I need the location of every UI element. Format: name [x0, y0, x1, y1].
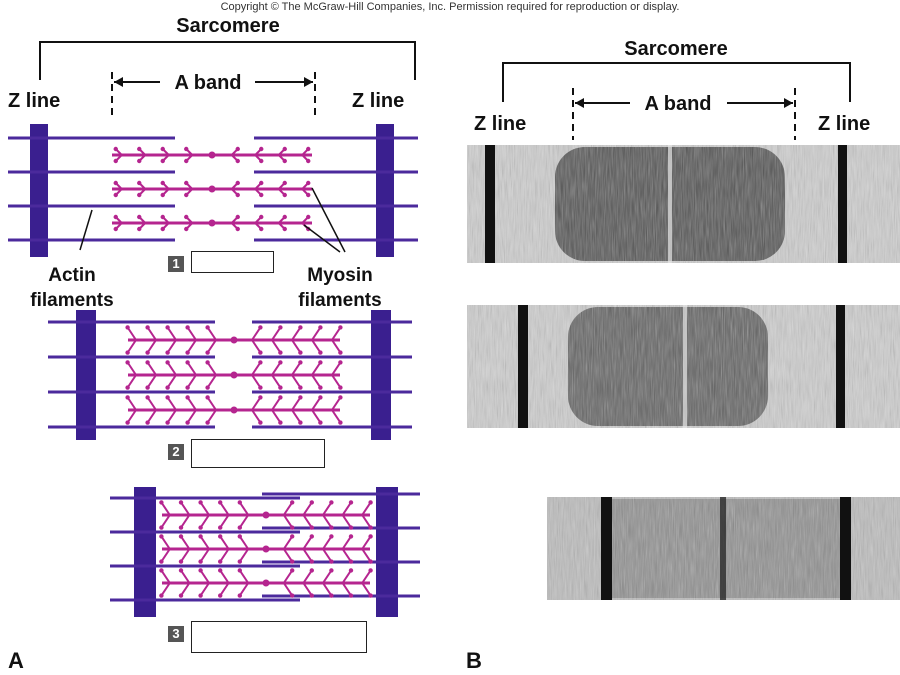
copyright-notice: Copyright © The McGraw-Hill Companies, I…: [220, 1, 680, 13]
myosin-filaments-1: [112, 146, 312, 232]
myosin-pointer-1: [311, 187, 346, 253]
actin-filaments-left-1: [8, 136, 175, 242]
actin-filaments-right-1: [254, 136, 418, 242]
myosin-filament: [112, 146, 312, 164]
actin-pointer: [79, 209, 93, 251]
sarcomere-label-a: Sarcomere: [176, 15, 279, 37]
stage-2-answer-input[interactable]: [192, 440, 324, 467]
myosin-filament: [159, 568, 373, 598]
z-disc-left-2: [76, 310, 96, 440]
panel-a-letter: A: [8, 648, 24, 673]
stage-number-badge: 3: [168, 626, 184, 642]
panel-b-header: Sarcomere A band Z line Z line: [474, 38, 870, 140]
z-disc-right-1: [376, 124, 394, 257]
myosin-filaments-3: [159, 500, 373, 598]
myosin-filament: [159, 500, 373, 530]
myosin-filament: [112, 214, 312, 232]
myosin-filaments-2: [125, 325, 343, 425]
stage-number-badge: 2: [168, 444, 184, 460]
myosin-pointer-2: [303, 224, 341, 253]
panel-a-header: Sarcomere A band Z line Z line: [8, 15, 416, 115]
stage-2-answer-box[interactable]: [191, 439, 325, 468]
myosin-filament: [159, 534, 373, 564]
z-disc-right-2: [371, 310, 391, 440]
micrograph-3: [547, 497, 900, 600]
sarcomere-label-b: Sarcomere: [624, 38, 727, 60]
myosin-filament: [125, 360, 343, 390]
stage-number-badge: 1: [168, 256, 184, 272]
z-line-right-label-a: Z line: [352, 90, 404, 112]
z-line-left-label-b: Z line: [474, 113, 526, 135]
stage-1-answer-input[interactable]: [192, 252, 273, 272]
myosin-filament: [125, 325, 343, 355]
a-band-label-a: A band: [174, 72, 241, 94]
myosin-label-line2: filaments: [298, 290, 381, 311]
z-line-right-label-b: Z line: [818, 113, 870, 135]
stage-3-answer-input[interactable]: [192, 622, 366, 652]
z-disc-left-3: [134, 487, 156, 617]
actin-filaments-right-2: [252, 320, 412, 429]
sarcomere-stage-1: Actin filaments Myosin filaments: [8, 124, 418, 311]
stage-1-answer-box[interactable]: [191, 251, 274, 273]
micrograph-1: [467, 145, 900, 263]
actin-filaments-left-3: [110, 496, 300, 602]
myosin-filament: [112, 180, 312, 198]
actin-filaments-left-2: [48, 320, 215, 429]
micrograph-2: [467, 305, 900, 428]
sarcomere-bracket-b: [502, 62, 851, 102]
myosin-label-line1: Myosin: [307, 265, 372, 286]
stage-3-answer-box[interactable]: [191, 621, 367, 653]
actin-label-line1: Actin: [48, 265, 96, 286]
z-line-left-label-a: Z line: [8, 90, 60, 112]
actin-label-line2: filaments: [30, 290, 113, 311]
a-band-label-b: A band: [644, 93, 711, 115]
sarcomere-stage-3: [110, 487, 420, 617]
panel-b-letter: B: [466, 648, 482, 673]
z-disc-left-1: [30, 124, 48, 257]
myosin-filament: [125, 395, 343, 425]
sarcomere-stage-2: [48, 310, 412, 440]
z-disc-right-3: [376, 487, 398, 617]
sarcomere-bracket-a: [39, 41, 416, 80]
actin-filaments-right-3: [262, 492, 420, 598]
